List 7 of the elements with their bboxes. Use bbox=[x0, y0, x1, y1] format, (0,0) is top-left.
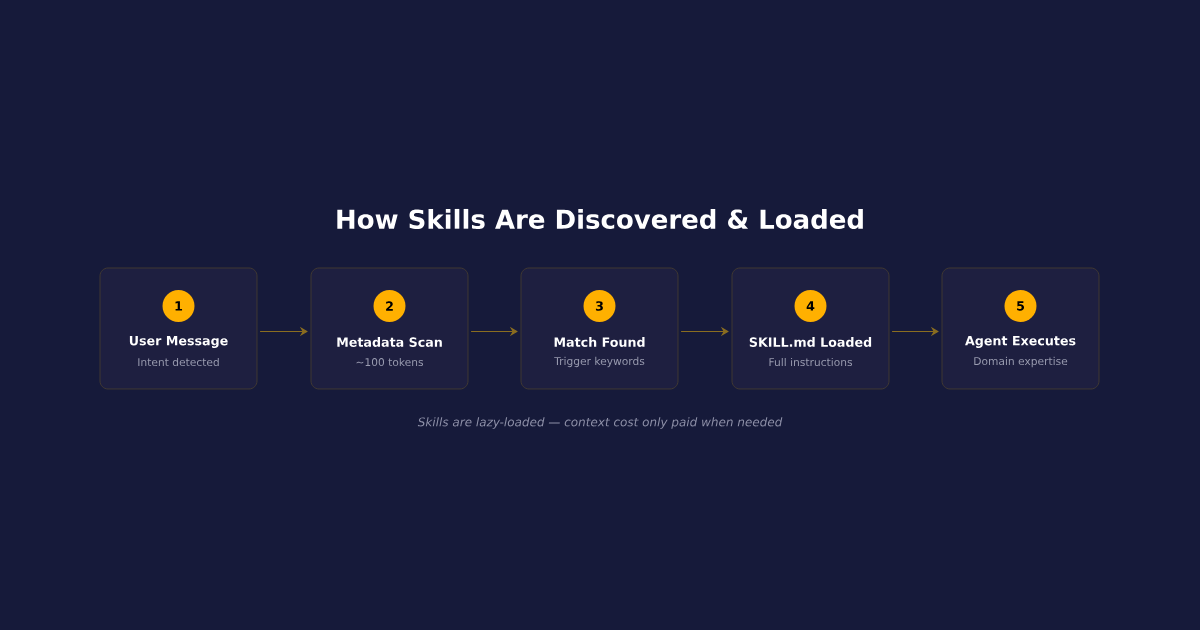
step-number-badge: 2 bbox=[373, 290, 406, 322]
step-number-badge: 3 bbox=[583, 290, 616, 322]
step-number-badge: 5 bbox=[1004, 290, 1037, 322]
caption: Skills are lazy-loaded — context cost only paid when needed bbox=[417, 417, 783, 429]
step-number-badge: 4 bbox=[794, 290, 827, 322]
title: How Skills Are Discovered & Loaded bbox=[337, 208, 863, 230]
step-number-badge: 1 bbox=[162, 290, 195, 322]
